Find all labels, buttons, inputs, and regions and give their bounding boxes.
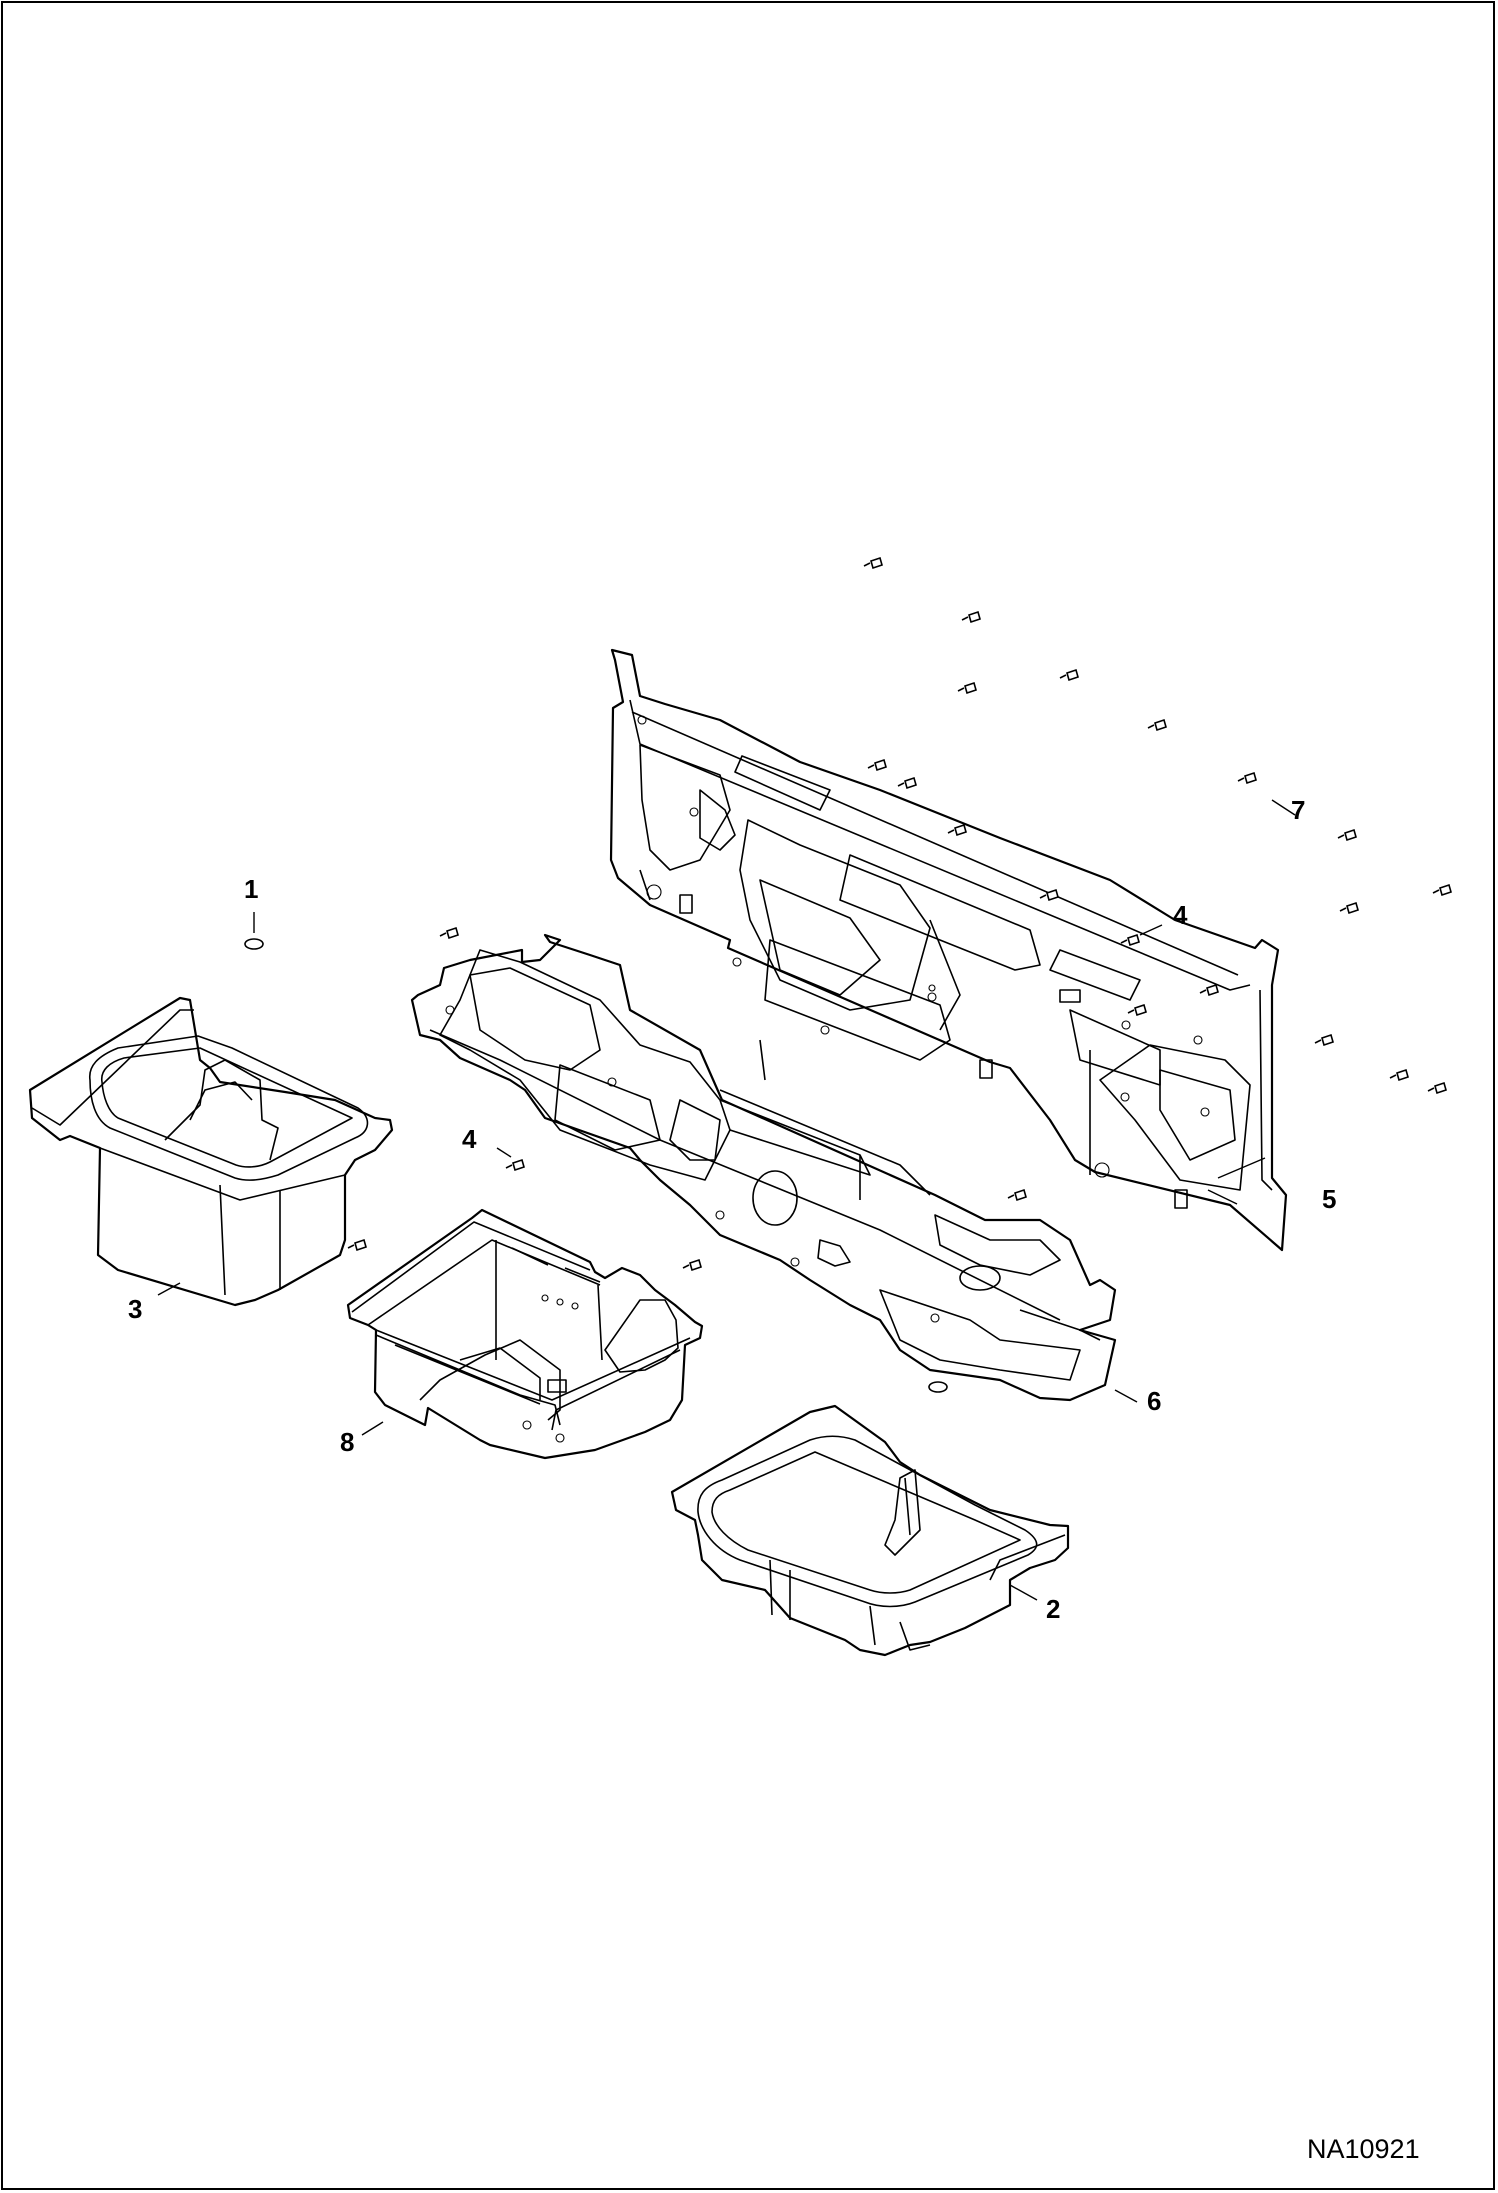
- screw: [1059, 668, 1079, 682]
- callout-labels: 1 2 3 4 4 5 6 7 8: [128, 795, 1336, 1624]
- nut-left: [244, 938, 264, 950]
- fastener-screws: [347, 556, 1452, 1272]
- part-8-center-tray: [346, 1208, 704, 1460]
- callout-4b: 4: [462, 1124, 477, 1154]
- callout-1: 1: [244, 874, 258, 904]
- screw: [1147, 718, 1167, 732]
- callout-6: 6: [1147, 1386, 1161, 1416]
- screw: [1007, 1188, 1027, 1202]
- callout-7: 7: [1291, 795, 1305, 825]
- screw: [1199, 983, 1219, 997]
- part-5-rear-panel: [609, 648, 1288, 1252]
- screw: [505, 1158, 525, 1172]
- screw: [897, 776, 917, 790]
- part-1-nuts: [244, 938, 948, 1393]
- screw: [1314, 1033, 1334, 1047]
- document-id: NA10921: [1307, 2134, 1420, 2164]
- screw: [1339, 901, 1359, 915]
- screw: [1120, 933, 1140, 947]
- screw: [1127, 1003, 1147, 1017]
- screw: [961, 610, 981, 624]
- screw: [1237, 771, 1257, 785]
- callout-8: 8: [340, 1427, 354, 1457]
- screw: [439, 926, 459, 940]
- nut-center: [928, 1381, 948, 1393]
- screw: [1337, 828, 1357, 842]
- screw: [1039, 888, 1059, 902]
- callout-5: 5: [1322, 1184, 1336, 1214]
- screw: [957, 681, 977, 695]
- screw: [682, 1258, 702, 1272]
- part-3-left-tub: [28, 996, 394, 1307]
- callout-4a: 4: [1173, 900, 1188, 930]
- part-2-right-tub: [670, 1404, 1070, 1657]
- part-6-floor-channel: [410, 933, 1117, 1402]
- screw: [867, 758, 887, 772]
- screw: [947, 823, 967, 837]
- callout-3: 3: [128, 1294, 142, 1324]
- callout-2: 2: [1046, 1594, 1060, 1624]
- screw: [1389, 1068, 1409, 1082]
- screw: [1432, 883, 1452, 897]
- screw: [863, 556, 883, 570]
- leader-lines: [157, 799, 1296, 1601]
- screw: [1427, 1081, 1447, 1095]
- screw: [347, 1238, 367, 1252]
